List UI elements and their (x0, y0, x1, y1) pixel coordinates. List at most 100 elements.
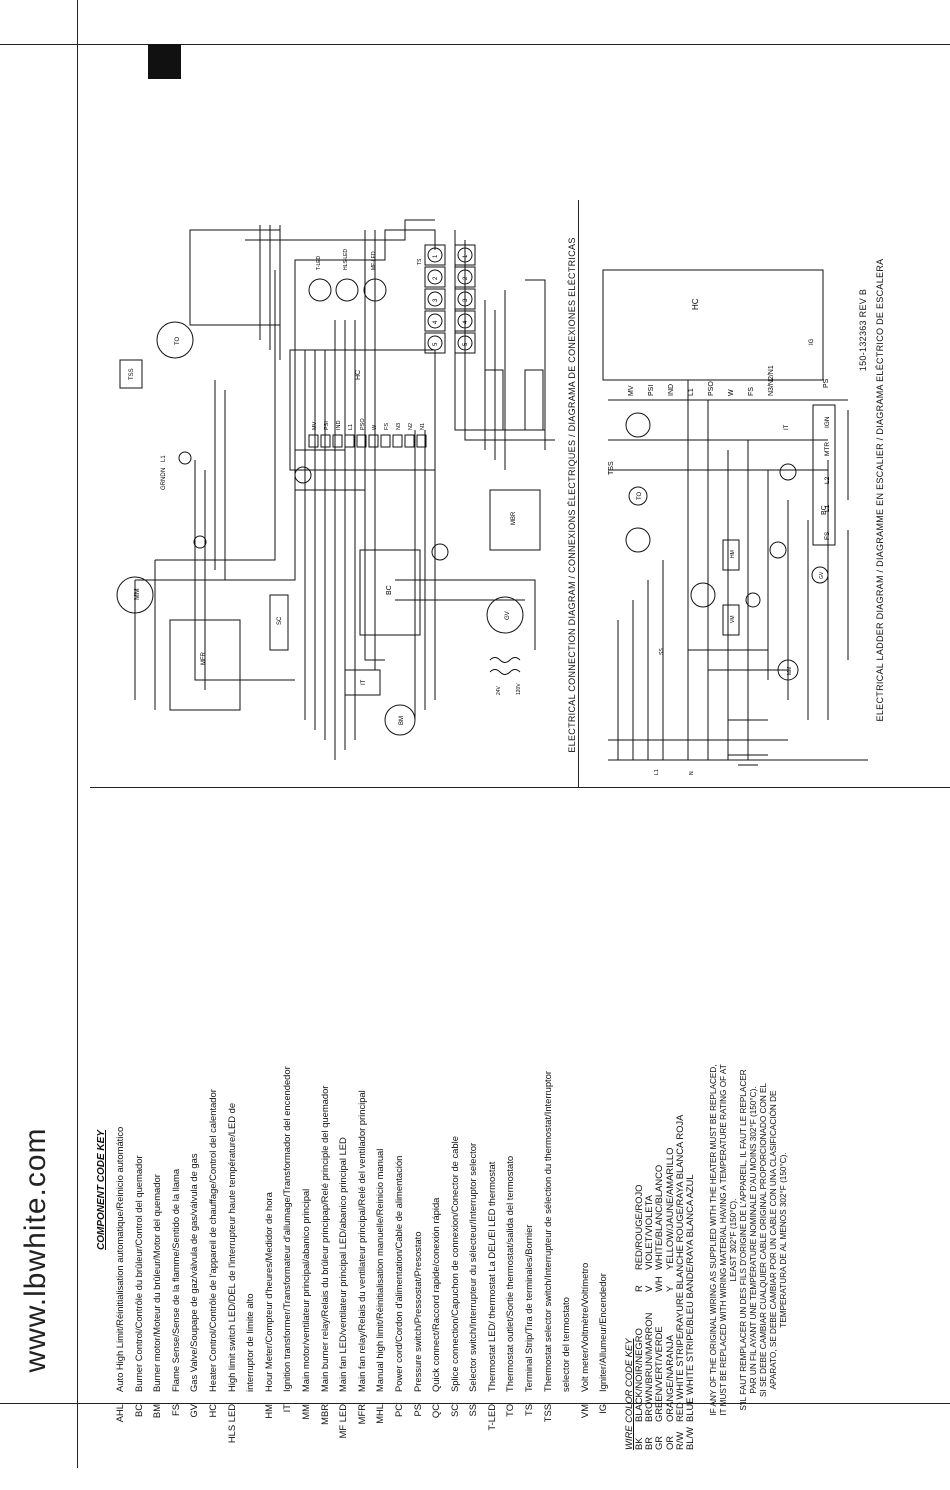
component-code: MHL (374, 1404, 386, 1424)
component-description: Main fan relay/Relais du ventilateur pri… (355, 1090, 367, 1392)
gv-valve-circle (486, 596, 524, 634)
component-description: Quick connect/Raccord rapide/conexión rá… (430, 1197, 442, 1392)
diagram-divider (578, 200, 579, 787)
ladder-n-label: N (689, 771, 695, 775)
component-code: VM (578, 1404, 590, 1419)
component-description: Igniter/Allumeur/Encendedor (597, 1273, 609, 1392)
component-code: TS (523, 1404, 535, 1416)
hc-label: HC (355, 370, 362, 380)
ladder-hc-terminal-label: W (728, 389, 735, 396)
ladder-hc-label: HC (691, 298, 700, 310)
component-description: Thermostat selector switch/Interrupteur … (541, 1071, 553, 1392)
ladder-r-circle (745, 592, 761, 608)
hc-terminal (344, 434, 355, 448)
component-key-row: T-LED Thermostat LED/ thermostat La DEL/E… (483, 790, 502, 1450)
component-code: MFR (355, 1404, 367, 1425)
ts-terminal-cell (424, 288, 446, 310)
component-code: HM (262, 1404, 274, 1419)
mfr-label: MFR (201, 651, 207, 665)
hc-terminal-label: FS (384, 423, 390, 430)
website-url[interactable]: www.lbwhite.com (19, 1127, 52, 1373)
component-key-row: MFR Main fan relay/Relais du ventilateur … (353, 790, 372, 1450)
part-number: 150-132363 REV B (858, 288, 868, 372)
wiring-notice: IF ANY OF THE ORIGINAL WIRING AS SUPPLIE… (709, 1030, 789, 1450)
ladder-hc-terminal-label: FS (748, 387, 755, 396)
component-description: Thermostat LED/ thermostat La DEL/El LED… (485, 1161, 497, 1392)
ladder-bc-terminal-label: L1 (824, 504, 831, 512)
component-code: AHL (114, 1404, 125, 1423)
mbr-box (489, 489, 541, 551)
hc-terminal-label: N2 (408, 423, 414, 430)
ladder-hc-terminal-label: IND (668, 384, 675, 396)
component-key-row: MF LED Main fan LED/ventilateur principal… (334, 790, 353, 1450)
component-code: QC (430, 1404, 442, 1419)
ts-terminal-number: 4 (463, 320, 469, 324)
ladder-it-label: IT (784, 424, 790, 430)
ss-switch-box (189, 229, 281, 326)
ladder-hc-terminal-label: PSI (648, 385, 655, 396)
ladder-bc-terminal-label: MTR (824, 442, 831, 456)
l1-label: L1 (161, 455, 167, 462)
ts-terminal-screw (457, 335, 473, 351)
ts-terminal-screw (427, 335, 443, 351)
ladder-vm-box (722, 604, 740, 636)
ladder-hm-box (722, 539, 740, 571)
ps-port-circle (431, 543, 449, 561)
component-description: interruptor de límite alto (244, 1293, 256, 1392)
it-box (344, 669, 381, 696)
ladder-lamp-3 (690, 582, 716, 608)
ts-terminal-cell (424, 310, 446, 332)
hm-connector-circle (193, 535, 207, 549)
component-description: Main fan LED/ventilateur principal LED/a… (337, 1137, 349, 1392)
hc-terminal (416, 434, 427, 448)
ladder-gv-circle (811, 566, 829, 584)
hc-terminal-label: W (372, 424, 378, 430)
it-label: IT (361, 679, 367, 685)
bc-label: BC (386, 585, 393, 595)
component-code: T-LED (485, 1404, 497, 1431)
hc-box (289, 349, 436, 471)
tled-circle (308, 278, 332, 302)
n-label: N (161, 468, 167, 472)
component-description: selector del termostato (560, 1297, 572, 1392)
ts-terminal-cell (454, 288, 476, 310)
ts-terminal-screw (457, 269, 473, 285)
ts-terminal-cell (454, 266, 476, 288)
component-code: PC (392, 1404, 404, 1418)
ladder-to-circle (628, 486, 648, 506)
hc-terminal-label: PSO (360, 418, 366, 430)
ladder-hc-terminal-label: PSO (708, 381, 715, 396)
120v-label: 120V (516, 683, 522, 695)
ts-label: TS (417, 258, 423, 265)
component-code: MF LED (337, 1404, 349, 1439)
ts-terminal-number: 3 (463, 298, 469, 302)
hc-terminal-label: PSI (324, 421, 330, 430)
hc-terminal (404, 434, 415, 448)
wire-n2 (685, 1140, 695, 1270)
ladder-ss-label: SS (659, 648, 665, 655)
component-description: Main motor/ventilateur principal/abanico… (299, 1188, 311, 1392)
hc-terminal (356, 434, 367, 448)
ts-terminal-number: 1 (463, 254, 469, 258)
ladder-bc-terminal-label: FS (824, 531, 831, 540)
component-code: PS (411, 1404, 423, 1417)
ts-terminal-screw (427, 291, 443, 307)
ladder-ig-label: IG (809, 338, 815, 345)
component-description: Burner Control/Contrôle du brûleur/Contr… (132, 1155, 144, 1392)
